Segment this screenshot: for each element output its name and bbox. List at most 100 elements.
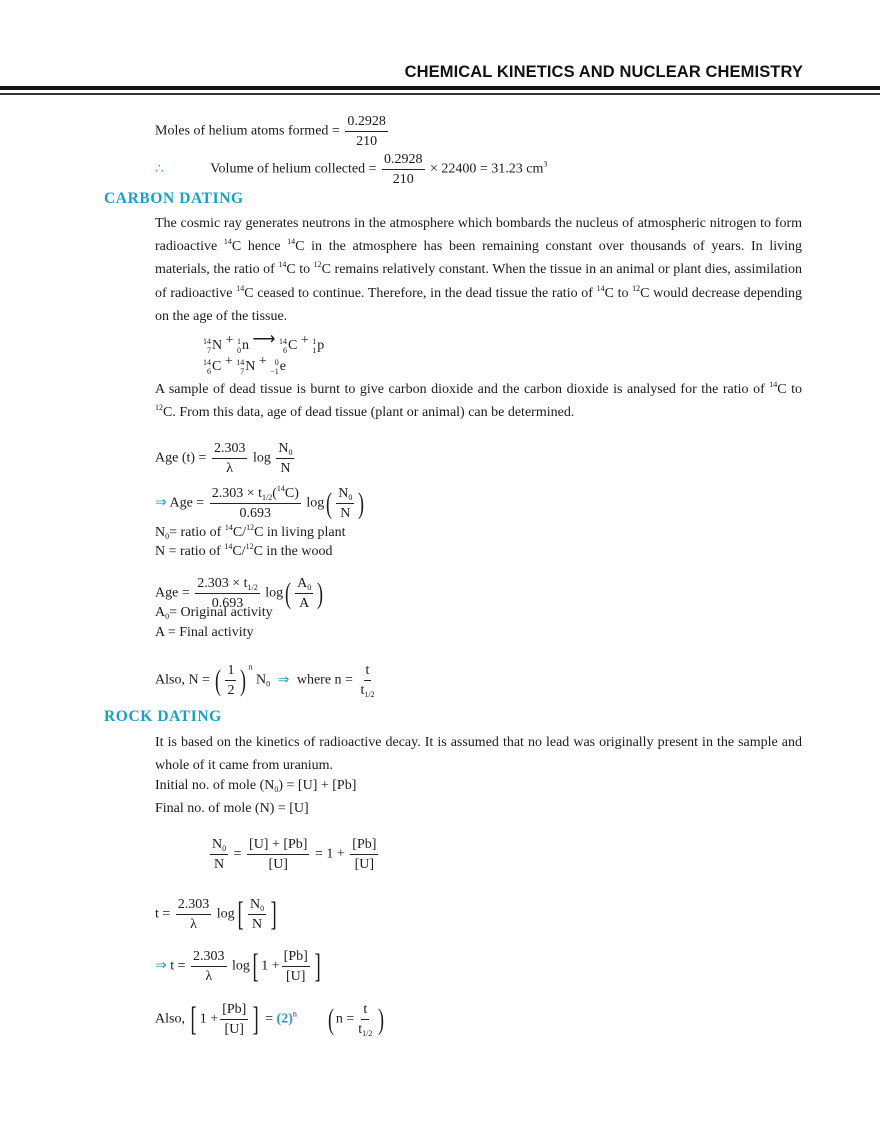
right-paren: ) [378, 1002, 385, 1036]
atomic-number: 0 [237, 346, 242, 355]
initial-moles: Initial no. of mole (N0) = [U] + [Pb] [155, 776, 356, 796]
superscript: 12 [313, 260, 322, 270]
right-paren: ) [317, 576, 324, 610]
fraction-numerator: [Pb] [220, 1001, 249, 1020]
text: C/ [232, 544, 246, 559]
page-header-title: CHEMICAL KINETICS AND NUCLEAR CHEMISTRY [404, 63, 803, 81]
text: C) [284, 486, 299, 501]
atomic-number: 6 [207, 367, 211, 376]
superscript: 14 [236, 283, 245, 293]
plus: + [225, 333, 234, 348]
equals: = [265, 1011, 274, 1027]
fraction-denominator: 0.693 [211, 596, 244, 611]
fraction-denominator: 210 [356, 134, 378, 149]
log: log [216, 906, 235, 922]
text: ( [272, 486, 277, 501]
plus: + [258, 354, 267, 369]
mass-number: 1 [312, 337, 317, 346]
subscript: 0 [165, 612, 170, 621]
mass-number: 1 [237, 337, 242, 346]
subscript: 0 [274, 785, 279, 794]
right-paren: ) [358, 486, 365, 520]
subscript: 1/2 [262, 493, 273, 502]
carbon-dating-paragraph-1: The cosmic ray generates neutrons in the… [155, 212, 802, 328]
text: N = ratio of [155, 544, 225, 559]
fraction-denominator: [U] [286, 969, 306, 984]
fraction-denominator: [U] [354, 857, 375, 872]
fraction: [U] + [Pb][U] [247, 836, 310, 873]
lhs: Age = [169, 495, 205, 511]
lhs: t = [170, 958, 186, 974]
fraction: [Pb] [U] [350, 836, 379, 873]
moles-fraction: 0.2928 210 [345, 113, 388, 150]
unit-superscript: 3 [543, 159, 548, 169]
text: C ceased to continue. Therefore, in the … [244, 285, 597, 301]
volume-result: × 22400 = 31.23 cm [430, 161, 544, 177]
symbol: n [242, 338, 250, 353]
symbol: C [287, 338, 298, 353]
header-rule-thick [0, 86, 880, 90]
atomic-number: 7 [207, 346, 211, 355]
fraction-numerator: [Pb] [350, 836, 379, 855]
definition-n0: N0= ratio of 14C/12C in living plant [155, 523, 345, 543]
fraction-numerator: 0.2928 [345, 113, 388, 132]
n0: N [278, 441, 289, 456]
fraction: [Pb][U] [281, 948, 310, 985]
superscript: 12 [632, 283, 641, 293]
volume-equation: ∴ Volume of helium collected = 0.2928 21… [155, 151, 547, 188]
text: = Original activity [169, 605, 273, 620]
fraction-numerator: 2.303 [175, 896, 212, 915]
mass-number: 14 [236, 358, 245, 367]
fraction-numerator: 0.2928 [382, 151, 425, 170]
text: C in the atmosphere has been remaining c… [155, 239, 803, 278]
left-bracket: [ [252, 947, 259, 985]
subscript: 0 [266, 679, 271, 689]
fraction-numerator: 1 [225, 662, 237, 681]
log: log [306, 495, 325, 511]
text: 1 + [199, 1011, 219, 1027]
text: A sample of dead tissue is burnt to give… [155, 382, 770, 397]
fraction-numerator: 2.303 [211, 440, 248, 459]
subscript: 1/2 [247, 583, 258, 592]
exponent: n [292, 1009, 297, 1019]
fraction-denominator: N [214, 857, 225, 872]
lhs: t = [155, 906, 171, 922]
subscript: 0 [307, 583, 312, 592]
atomic-number: 1 [312, 346, 317, 355]
text: 2.303 × t [197, 576, 248, 591]
text: C in living plant [254, 525, 346, 540]
fraction-numerator: t [363, 662, 372, 681]
superscript: 14 [276, 484, 285, 493]
fraction-denominator: N [340, 506, 351, 521]
carbon-dating-paragraph-2: A sample of dead tissue is burnt to give… [155, 378, 802, 424]
text: 1 + [261, 958, 280, 974]
text: C to [286, 262, 314, 278]
volume-label: Volume of helium collected = [210, 161, 377, 177]
fraction: 2.303 × t1/2(14C)0.693 [209, 484, 301, 522]
right-bracket: ] [270, 895, 277, 933]
section-heading-carbon-dating: CARBON DATING [104, 190, 244, 207]
reaction-arrow-icon: ⟶ [252, 331, 276, 348]
fraction-denominator: 0.693 [239, 506, 272, 521]
superscript: 12 [245, 542, 254, 551]
text: C would decrease depending on the age of… [155, 285, 802, 324]
symbol: e [279, 359, 287, 374]
definition-a: A = Final activity [155, 625, 254, 640]
text: C/ [232, 525, 247, 540]
atomic-number: −1 [270, 367, 279, 376]
symbol: p [317, 338, 325, 353]
